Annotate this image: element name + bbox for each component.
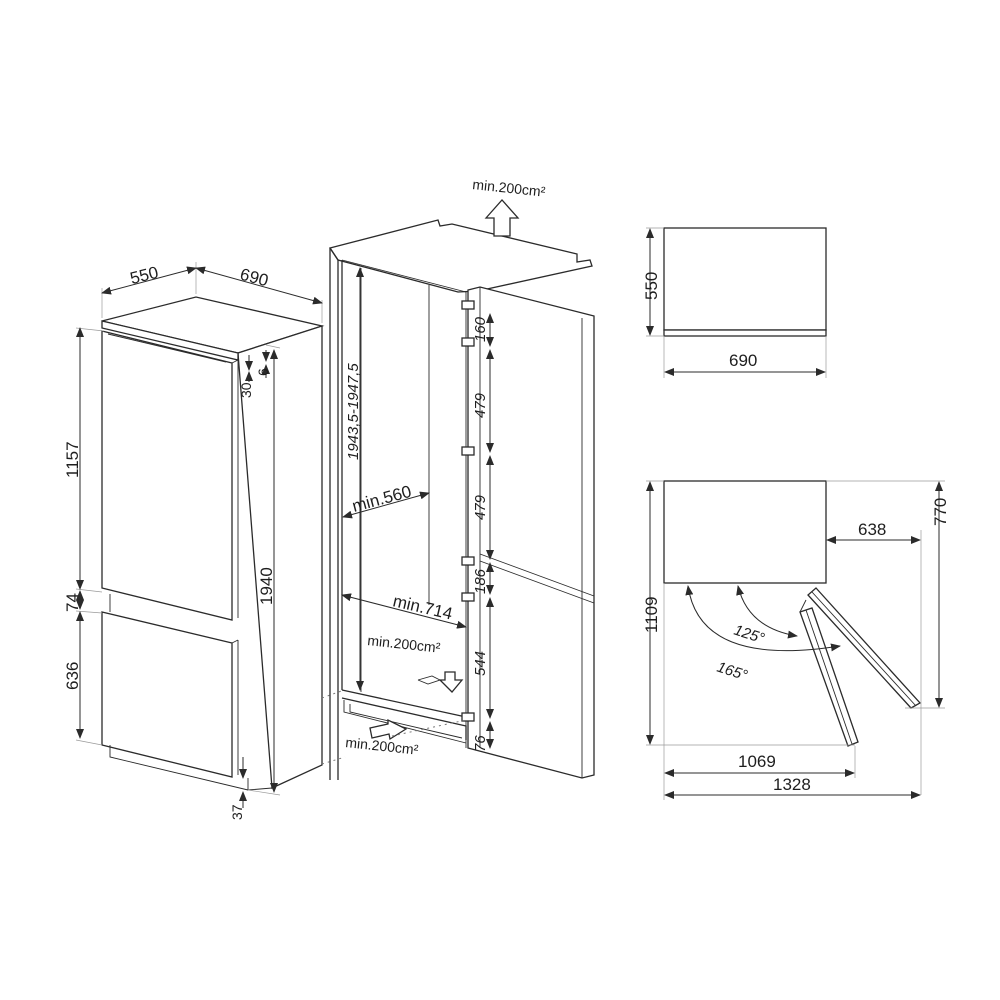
dim-hinge-186: 186: [472, 568, 489, 594]
top-plan-view: 550 690: [642, 227, 827, 378]
dim-hinge-479-a: 479: [472, 392, 489, 418]
dim-hinge-544: 544: [472, 651, 489, 676]
dim-bottom-37: 37: [229, 804, 245, 820]
angle-165: 165°: [715, 659, 750, 685]
dim-hinge-160: 160: [472, 316, 489, 342]
vent-inner-label: min.200cm²: [367, 632, 442, 656]
dim-total-height-1940: 1940: [257, 567, 276, 605]
dim-niche-height: 1943,5-1947,5: [345, 363, 362, 460]
dim-lower-door-636: 636: [63, 662, 82, 690]
vent-down-arrow-icon: [438, 671, 464, 693]
dim-open-depth-770: 770: [931, 498, 950, 526]
door-swing-view: 770 638 1109 125° 165° 1069 1328: [642, 480, 950, 800]
dim-width-1328: 1328: [773, 775, 811, 794]
dim-top-depth-550: 550: [642, 272, 661, 300]
dim-side-clearance-638: 638: [858, 520, 886, 539]
vent-top-label: min.200cm²: [472, 176, 547, 200]
dim-hinge-76: 76: [472, 735, 489, 752]
dim-top-width-690: 690: [729, 351, 757, 370]
dim-width-1069: 1069: [738, 752, 776, 771]
dim-width-690: 690: [238, 265, 270, 291]
dim-upper-door-1157: 1157: [63, 441, 82, 478]
dim-hinge-479-b: 479: [472, 494, 489, 520]
dim-niche-depth: min.714: [391, 591, 454, 623]
vent-left-arrow-icon: [369, 718, 408, 741]
vent-up-arrow-icon: [484, 199, 520, 237]
dim-depth-550: 550: [128, 263, 160, 288]
dim-total-depth-1109: 1109: [642, 596, 661, 633]
dim-top-gap-30: 30: [238, 382, 254, 398]
isometric-product-view: 550 690 30 6 1157 74 636 1940 37: [63, 262, 325, 820]
dim-plinth-6: 6: [255, 368, 271, 376]
vent-bottom-label: min.200cm²: [345, 734, 420, 758]
dim-door-gap-74: 74: [63, 593, 82, 612]
niche-view: 160 479 479 186 544 76 1943,5-1947,5 min…: [321, 176, 595, 780]
